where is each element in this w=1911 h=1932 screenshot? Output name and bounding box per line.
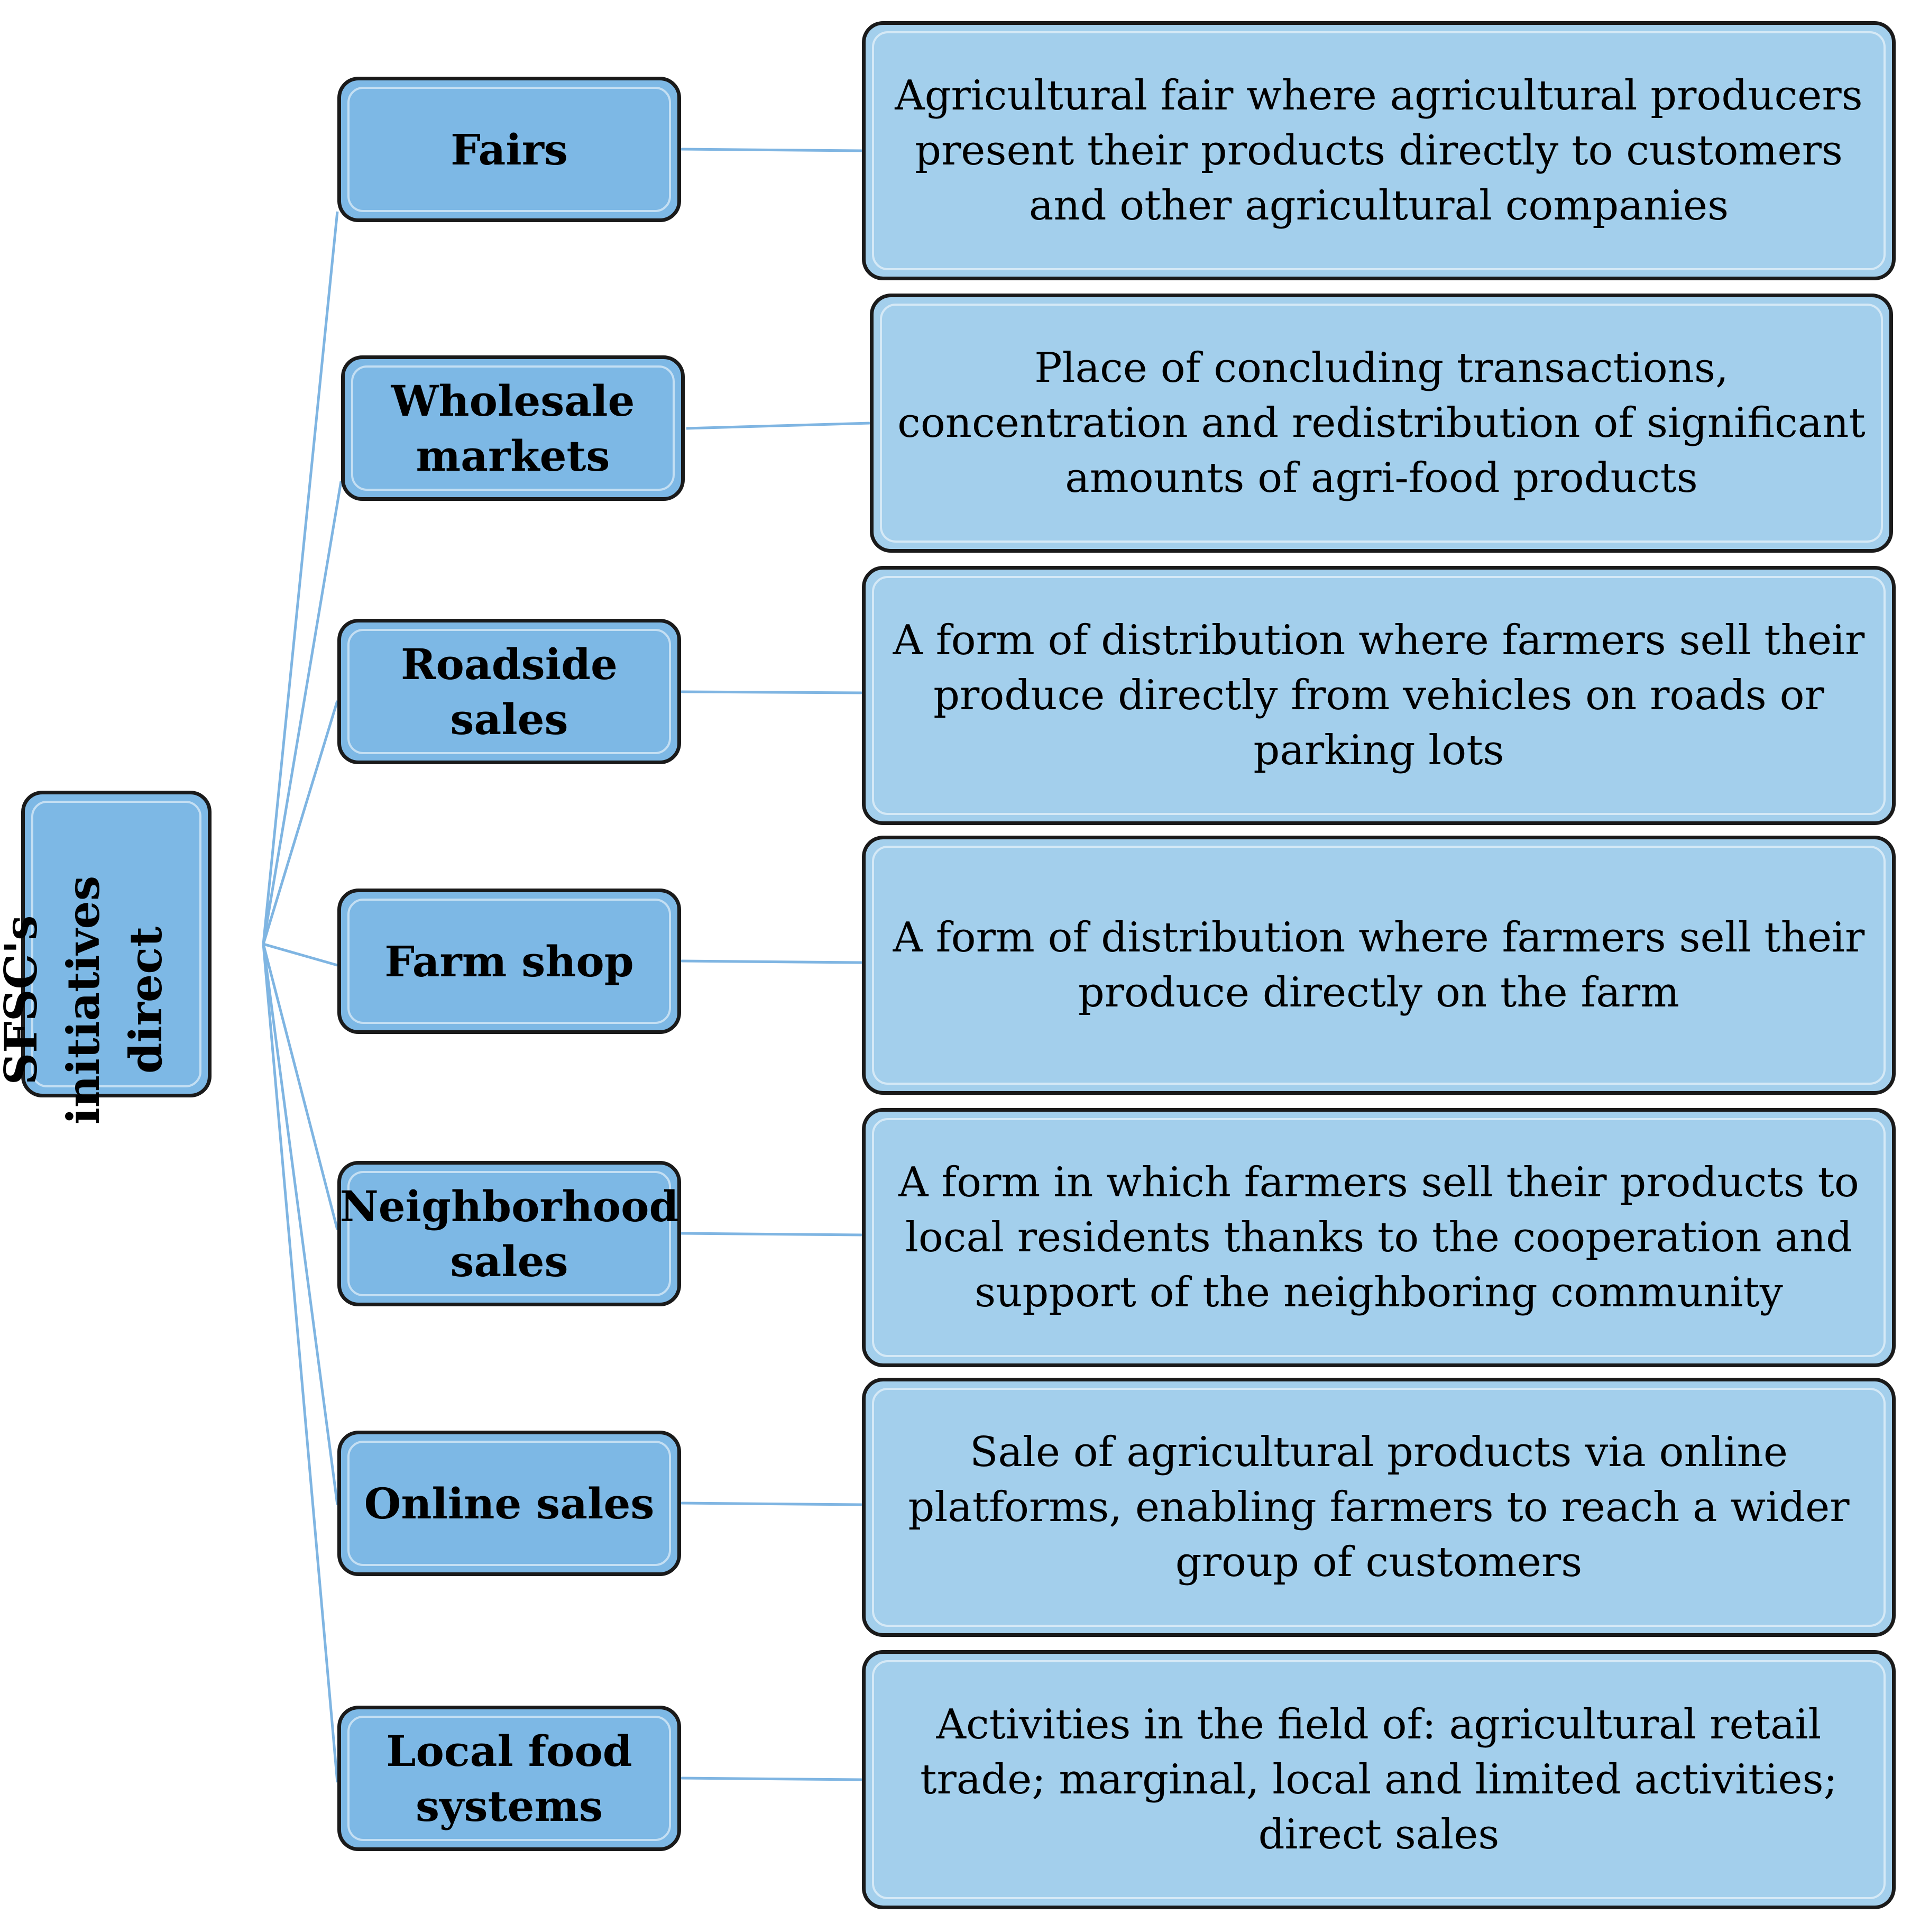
description-local-food-systems: Activities in the field of: agricultural…	[862, 1650, 1896, 1909]
connector-roadside-sales-description	[681, 690, 862, 694]
category-neighborhood-sales: Neighborhood sales	[337, 1161, 681, 1306]
connector-online-sales-description	[681, 1501, 862, 1506]
connector-local-food-systems-description	[681, 1777, 862, 1781]
category-wholesale-markets: Wholesale markets	[341, 355, 685, 501]
description-text: Activities in the field of: agricultural…	[920, 1701, 1838, 1858]
category-label: Local food systems	[386, 1726, 632, 1831]
description-text: Place of concluding transactions, concen…	[897, 344, 1866, 502]
description-farm-shop: A form of distribution where farmers sel…	[862, 836, 1896, 1095]
description-online-sales: Sale of agricultural products via online…	[862, 1378, 1896, 1637]
description-fairs: Agricultural fair where agricultural pro…	[862, 21, 1896, 280]
connector-root-farm-shop	[263, 942, 338, 967]
description-text: A form of distribution where farmers sel…	[893, 617, 1865, 774]
connector-root-local-food-systems	[262, 944, 339, 1783]
category-label: Farm shop	[384, 936, 634, 986]
description-text: Agricultural fair where agricultural pro…	[895, 72, 1863, 230]
description-wholesale-markets: Place of concluding transactions, concen…	[870, 294, 1893, 553]
description-text: A form of distribution where farmers sel…	[893, 914, 1865, 1017]
root-label: SFSC's initiatives direct	[0, 875, 172, 1125]
category-farm-shop: Farm shop	[337, 889, 681, 1034]
category-online-sales: Online sales	[337, 1431, 681, 1576]
connector-farm-shop-description	[681, 959, 862, 964]
description-text: A form in which farmers sell their produ…	[898, 1159, 1859, 1316]
category-label: Neighborhood sales	[339, 1181, 679, 1286]
connector-root-online-sales	[262, 944, 339, 1505]
root-node: SFSC's initiatives direct	[0, 791, 212, 1124]
category-label: Online sales	[364, 1478, 655, 1528]
category-label: Roadside sales	[401, 639, 618, 744]
connector-root-fairs	[262, 211, 339, 945]
connector-root-roadside-sales	[262, 700, 339, 945]
category-fairs: Fairs	[337, 77, 681, 222]
connector-fairs-description	[681, 148, 862, 152]
description-neighborhood-sales: A form in which farmers sell their produ…	[862, 1108, 1896, 1367]
category-label: Fairs	[451, 124, 568, 175]
category-local-food-systems: Local food systems	[337, 1706, 681, 1851]
description-roadside-sales: A form of distribution where farmers sel…	[862, 566, 1896, 825]
category-label: Wholesale markets	[391, 376, 635, 481]
connector-neighborhood-sales-description	[681, 1232, 862, 1237]
connector-root-wholesale-markets	[262, 481, 343, 945]
category-roadside-sales: Roadside sales	[337, 619, 681, 764]
connector-root-neighborhood-sales	[262, 944, 339, 1230]
description-text: Sale of agricultural products via online…	[908, 1429, 1850, 1586]
connector-wholesale-markets-description	[686, 422, 870, 430]
